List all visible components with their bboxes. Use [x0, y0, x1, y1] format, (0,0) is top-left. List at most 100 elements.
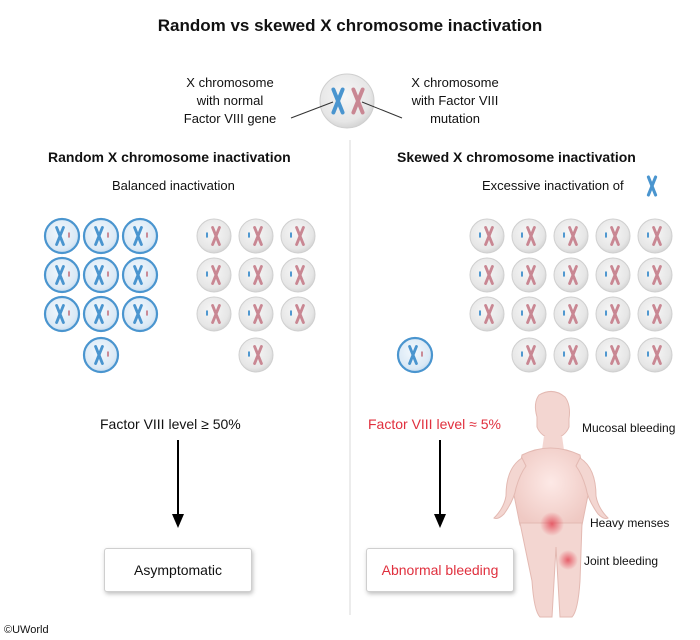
- nucleus-mutant-active: [280, 257, 316, 293]
- nucleus-mutant-active: [238, 218, 274, 254]
- normal-x-legend-line: with normal: [196, 93, 264, 108]
- figure-head: [534, 391, 570, 440]
- inactive-normal-x-icon: [248, 351, 250, 357]
- nucleus-mutant-active: [595, 257, 631, 293]
- nucleus-normal-active: [43, 256, 81, 294]
- inactive-normal-x-icon: [206, 310, 208, 316]
- inactive-mutant-x-icon: [107, 351, 109, 357]
- mutant-x-chromosome-icon: [652, 226, 662, 246]
- inactive-normal-x-icon: [605, 351, 607, 357]
- mutant-x-chromosome-icon: [484, 304, 494, 324]
- nucleus-normal-active: [396, 336, 434, 374]
- inactive-normal-x-icon: [521, 271, 523, 277]
- inactive-normal-x-icon: [521, 310, 523, 316]
- nucleus-mutant-active: [595, 218, 631, 254]
- inactive-normal-x-icon: [290, 310, 292, 316]
- nucleus-mutant-active: [196, 257, 232, 293]
- inactive-normal-x-icon: [647, 271, 649, 277]
- left-outcome-label: Asymptomatic: [134, 562, 222, 578]
- legend-nucleus: [319, 73, 375, 129]
- inactive-normal-x-icon: [563, 271, 565, 277]
- inactive-normal-x-icon: [563, 232, 565, 238]
- normal-x-chromosome-icon: [94, 265, 104, 285]
- mutant-x-chromosome-icon: [526, 345, 536, 365]
- figure-right-arm: [575, 457, 609, 519]
- inactive-normal-x-icon: [248, 271, 250, 277]
- normal-x-legend: X chromosome with normal Factor VIII gen…: [170, 74, 290, 128]
- nucleus-mutant-active: [280, 296, 316, 332]
- right-arrow: [434, 440, 446, 528]
- inactive-normal-x-icon: [647, 232, 649, 238]
- normal-x-chromosome-icon: [331, 87, 345, 115]
- inactive-mutant-x-icon: [107, 310, 109, 316]
- normal-x-chromosome-icon: [646, 175, 658, 197]
- legend-leader-lines: [290, 101, 403, 119]
- normal-x-chromosome-icon: [55, 226, 65, 246]
- mutant-x-legend-line: mutation: [430, 111, 480, 126]
- normal-x-chromosome-icon: [133, 226, 143, 246]
- left-heading: Random X chromosome inactivation: [48, 149, 291, 165]
- heavy-menses-highlight: [540, 512, 564, 536]
- inactive-normal-x-icon: [248, 310, 250, 316]
- figure-neck: [542, 436, 564, 450]
- inactive-normal-x-icon: [290, 271, 292, 277]
- nucleus-mutant-active: [595, 337, 631, 373]
- right-outcome-label: Abnormal bleeding: [381, 562, 499, 578]
- normal-x-chromosome-icon: [133, 304, 143, 324]
- normal-x-chromosome-icon: [55, 304, 65, 324]
- normal-x-chromosome-icon: [55, 265, 65, 285]
- mutant-x-chromosome-icon: [526, 304, 536, 324]
- nucleus-mutant-active: [469, 257, 505, 293]
- mutant-x-chromosome-icon: [211, 304, 221, 324]
- mutant-x-chromosome-icon: [484, 265, 494, 285]
- inactive-normal-x-icon: [479, 310, 481, 316]
- left-factor-level: Factor VIII level ≥ 50%: [100, 416, 241, 432]
- nucleus-mutant-active: [511, 337, 547, 373]
- mutant-x-chromosome-icon: [652, 265, 662, 285]
- right-subheading: Excessive inactivation of: [482, 178, 624, 193]
- mutant-x-chromosome-icon: [568, 304, 578, 324]
- nucleus-normal-active: [43, 217, 81, 255]
- inactive-normal-x-icon: [479, 232, 481, 238]
- inactive-normal-x-icon: [290, 232, 292, 238]
- mutant-x-chromosome-icon: [526, 265, 536, 285]
- normal-x-chromosome-icon: [94, 226, 104, 246]
- inactive-normal-x-icon: [605, 310, 607, 316]
- mutant-x-chromosome-icon: [610, 345, 620, 365]
- nucleus-normal-active: [43, 295, 81, 333]
- nucleus-mutant-active: [196, 296, 232, 332]
- nucleus-mutant-active: [196, 218, 232, 254]
- mutant-x-chromosome-icon: [253, 265, 263, 285]
- mutant-x-legend-line: with Factor VIII: [411, 93, 499, 108]
- inactive-normal-x-icon: [605, 232, 607, 238]
- nucleus-mutant-active: [280, 218, 316, 254]
- inactive-normal-x-icon: [248, 232, 250, 238]
- inactive-normal-x-icon: [647, 351, 649, 357]
- nucleus-mutant-active: [511, 296, 547, 332]
- mutant-x-legend: X chromosome with Factor VIII mutation: [400, 74, 510, 128]
- mutant-x-chromosome-icon: [610, 265, 620, 285]
- inactive-normal-x-icon: [647, 310, 649, 316]
- nucleus-mutant-active: [469, 218, 505, 254]
- nucleus-mutant-active: [238, 337, 274, 373]
- inactive-mutant-x-icon: [146, 271, 148, 277]
- inactive-normal-x-icon: [521, 351, 523, 357]
- inactive-mutant-x-icon: [146, 310, 148, 316]
- normal-x-legend-line: Factor VIII gene: [183, 111, 277, 126]
- inactive-normal-x-icon: [206, 232, 208, 238]
- joint-bleeding-highlight: [558, 550, 578, 570]
- inactive-normal-x-icon: [479, 271, 481, 277]
- nucleus-mutant-active: [553, 337, 589, 373]
- mutant-x-chromosome-icon: [253, 304, 263, 324]
- right-factor-level: Factor VIII level ≈ 5%: [368, 416, 501, 432]
- inactive-normal-x-icon: [605, 271, 607, 277]
- nucleus-mutant-active: [238, 296, 274, 332]
- nucleus-mutant-active: [637, 218, 673, 254]
- mutant-x-chromosome-icon: [652, 345, 662, 365]
- figure-legs: [519, 522, 583, 618]
- nucleus-mutant-active: [637, 257, 673, 293]
- inactive-normal-x-icon: [521, 232, 523, 238]
- nucleus-mutant-active: [238, 257, 274, 293]
- inactive-mutant-x-icon: [107, 232, 109, 238]
- nucleus-mutant-active: [469, 296, 505, 332]
